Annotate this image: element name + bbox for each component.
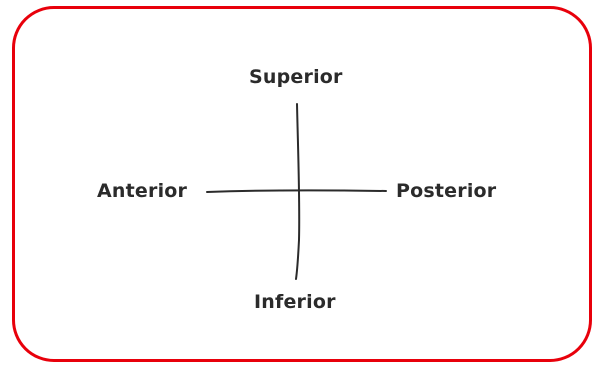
label-anterior: Anterior [97, 180, 188, 202]
horizontal-axis-line [206, 189, 387, 193]
diagram-frame [12, 6, 592, 362]
label-posterior: Posterior [396, 180, 497, 202]
label-inferior: Inferior [254, 291, 336, 313]
label-superior: Superior [249, 66, 343, 88]
vertical-axis-line [295, 103, 301, 280]
